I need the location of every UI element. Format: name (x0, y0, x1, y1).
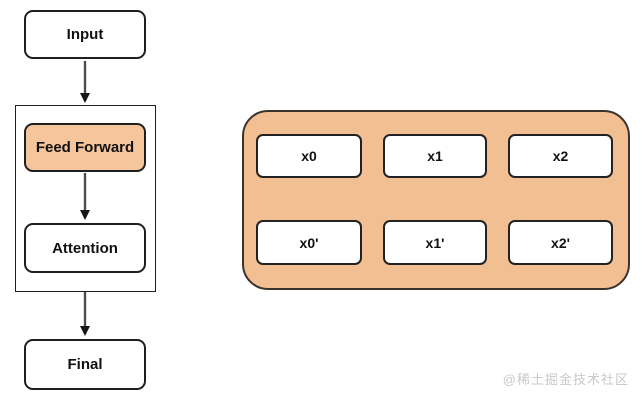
watermark: @稀土掘金技术社区 (502, 372, 629, 387)
node-feed-forward: Feed Forward (24, 123, 146, 172)
panel-cell-label: x0 (301, 148, 317, 164)
panel-cell-x2-prime: x2' (508, 220, 613, 265)
node-final-label: Final (67, 356, 103, 373)
panel-cell-x1-prime: x1' (383, 220, 487, 265)
panel-cell-label: x2 (552, 148, 569, 164)
node-attention: Attention (24, 223, 146, 273)
panel-cell-label: x2' (551, 234, 570, 251)
panel-cell-label: x1 (427, 148, 443, 164)
panel-cell-x0: x0 (256, 134, 362, 178)
node-input-label: Input (66, 26, 104, 43)
panel-cell-x2: x2 (508, 134, 613, 178)
node-input: Input (24, 10, 146, 59)
transformer-block-container (15, 105, 156, 292)
panel-cell-x1: x1 (383, 134, 487, 178)
panel-cell-x0-prime: x0' (256, 220, 362, 265)
node-final: Final (24, 339, 146, 390)
node-attention-label: Attention (52, 239, 118, 257)
feature-mapping-panel: x0 x1 x2 x0' x1' x2' (242, 110, 630, 290)
node-feed-forward-label: Feed Forward (35, 139, 135, 156)
panel-cell-label: x0' (299, 234, 319, 251)
panel-cell-label: x1' (425, 234, 445, 251)
